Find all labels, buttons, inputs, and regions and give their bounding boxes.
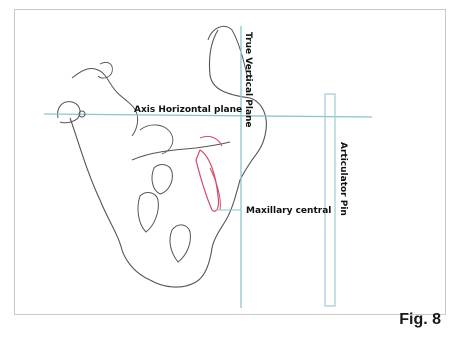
nose-outline: [208, 26, 248, 80]
sinus-outline: [140, 125, 173, 154]
axis-horizontal-label: Axis Horizontal plane: [134, 105, 242, 115]
true-vertical-label: True Vertical Plane: [243, 32, 253, 128]
articulator-pin-label: Articulator Pin: [338, 142, 348, 216]
condyle-outline: [58, 102, 80, 123]
articulator-pin: [325, 94, 335, 306]
palate-outline: [132, 142, 230, 160]
figure-number: Fig. 8: [399, 311, 441, 329]
maxillary-central-label: Maxillary central: [246, 206, 331, 216]
ramus-outline: [70, 118, 150, 280]
mandibular-incisor: [170, 225, 190, 262]
maxillary-molar: [152, 165, 172, 194]
cranial-outline: [72, 68, 138, 136]
mandibular-molar: [138, 193, 158, 232]
